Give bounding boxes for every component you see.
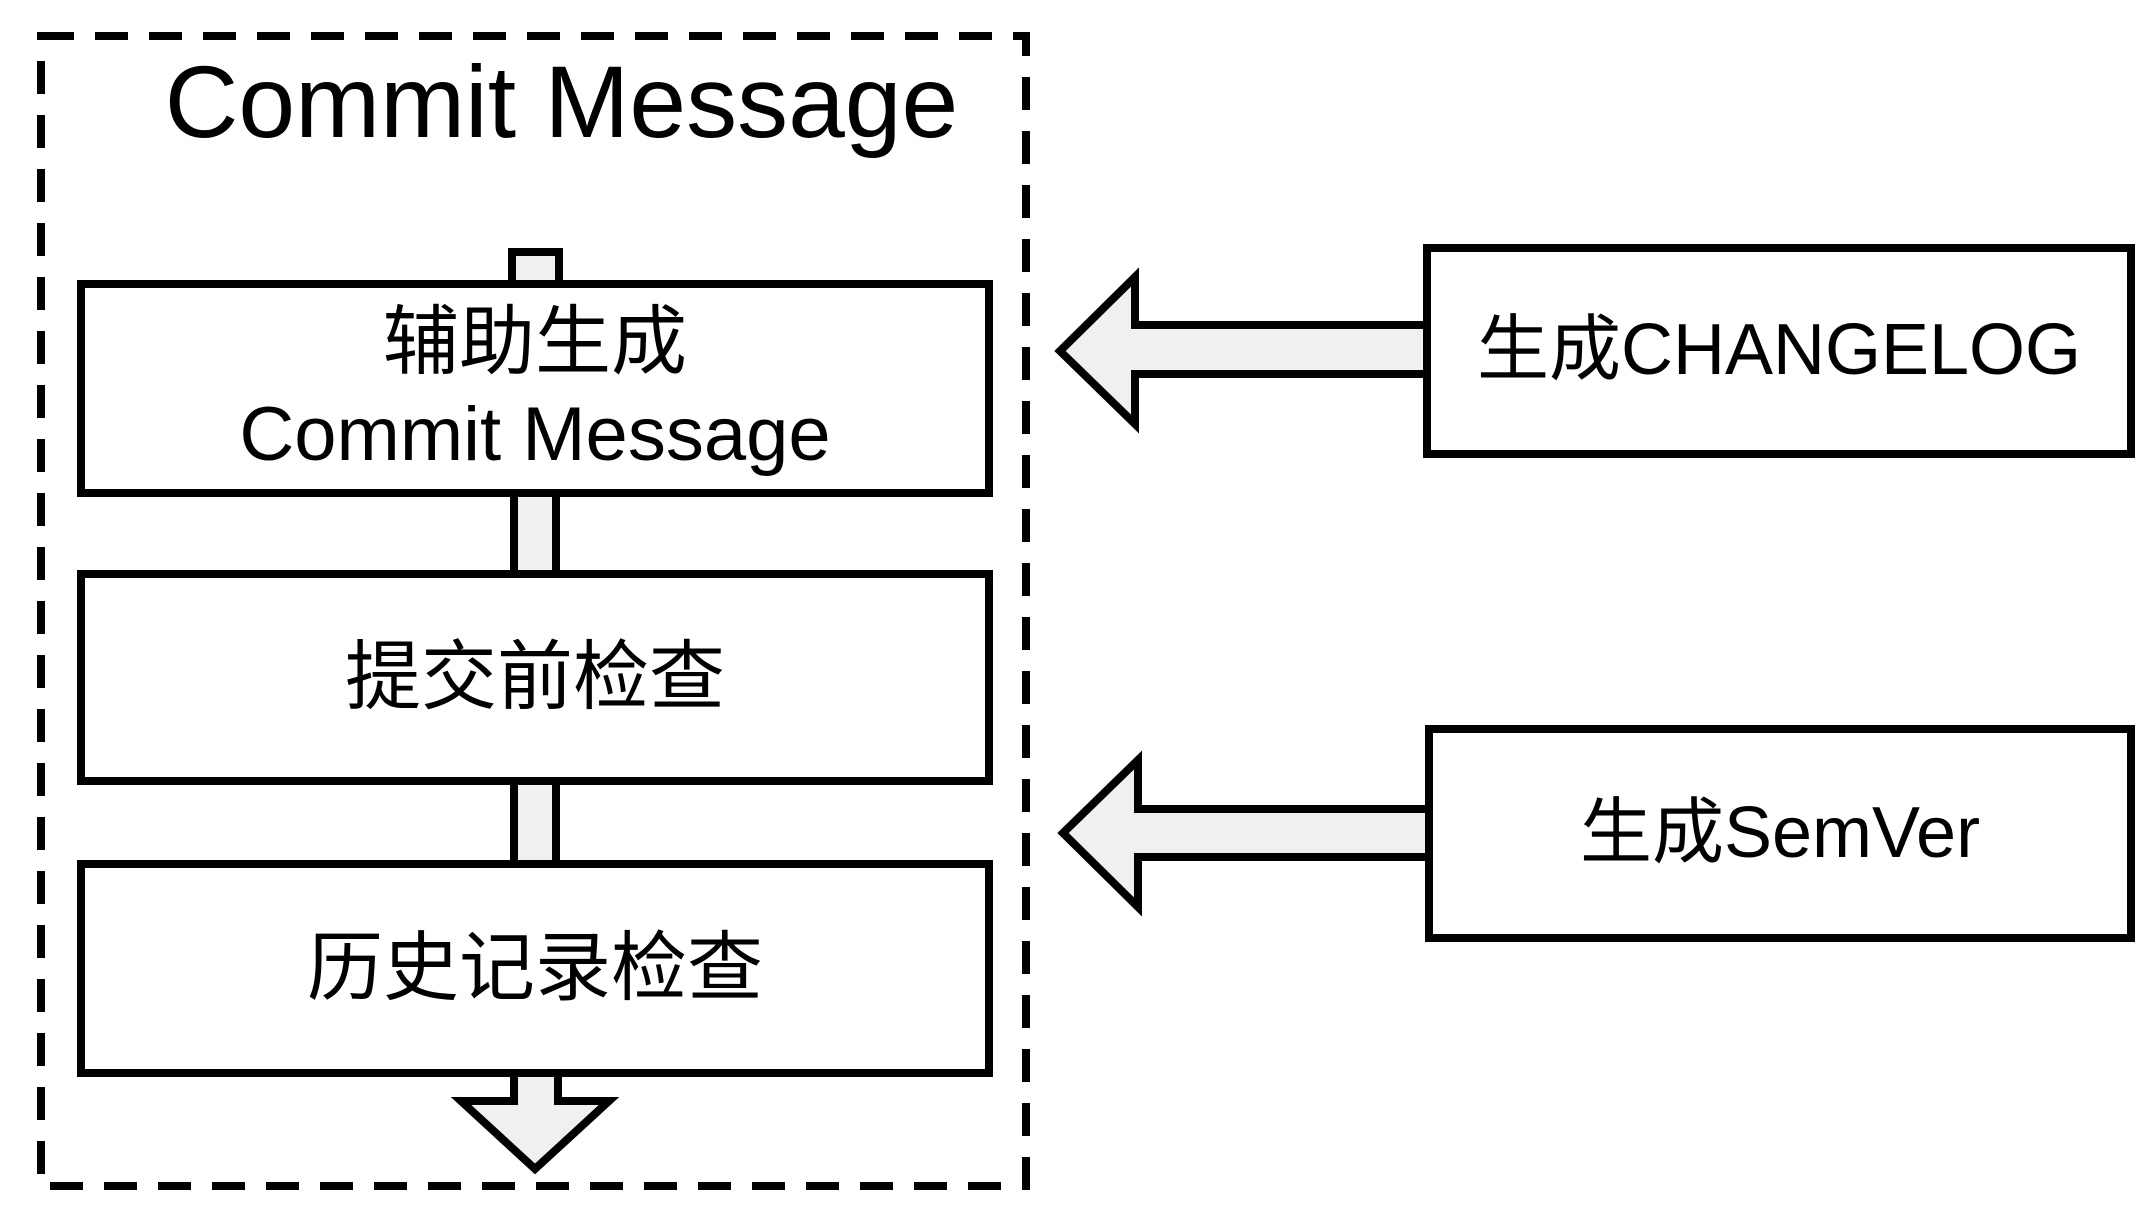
- arrow-from-changelog-icon: [1054, 267, 1434, 434]
- step-label-line: 历史记录检查: [307, 925, 763, 1011]
- side-box-generate-semver: 生成SemVer: [1425, 725, 2135, 942]
- step-box-assist-generate-commit-message: 辅助生成 Commit Message: [77, 280, 993, 497]
- connector-step2-step3-fill: [512, 781, 558, 866]
- step-label-line: 提交前检查: [345, 634, 725, 720]
- step-label-line: Commit Message: [239, 391, 831, 477]
- arrow-from-semver-icon: [1057, 750, 1434, 917]
- flow-arrow-down-icon: [450, 1069, 620, 1175]
- side-box-label: 生成CHANGELOG: [1476, 310, 2082, 391]
- connector-step1-step2-fill: [512, 493, 558, 576]
- step-label-line: 辅助生成: [383, 300, 687, 386]
- container-title: Commit Message: [164, 45, 959, 159]
- step-box-history-check: 历史记录检查: [77, 860, 993, 1077]
- dashed-container-border: [37, 32, 1030, 1190]
- step-box-pre-commit-check: 提交前检查: [77, 570, 993, 785]
- side-box-generate-changelog: 生成CHANGELOG: [1423, 244, 2135, 458]
- side-box-label: 生成SemVer: [1579, 792, 1981, 873]
- connector-stub-top: [508, 248, 563, 288]
